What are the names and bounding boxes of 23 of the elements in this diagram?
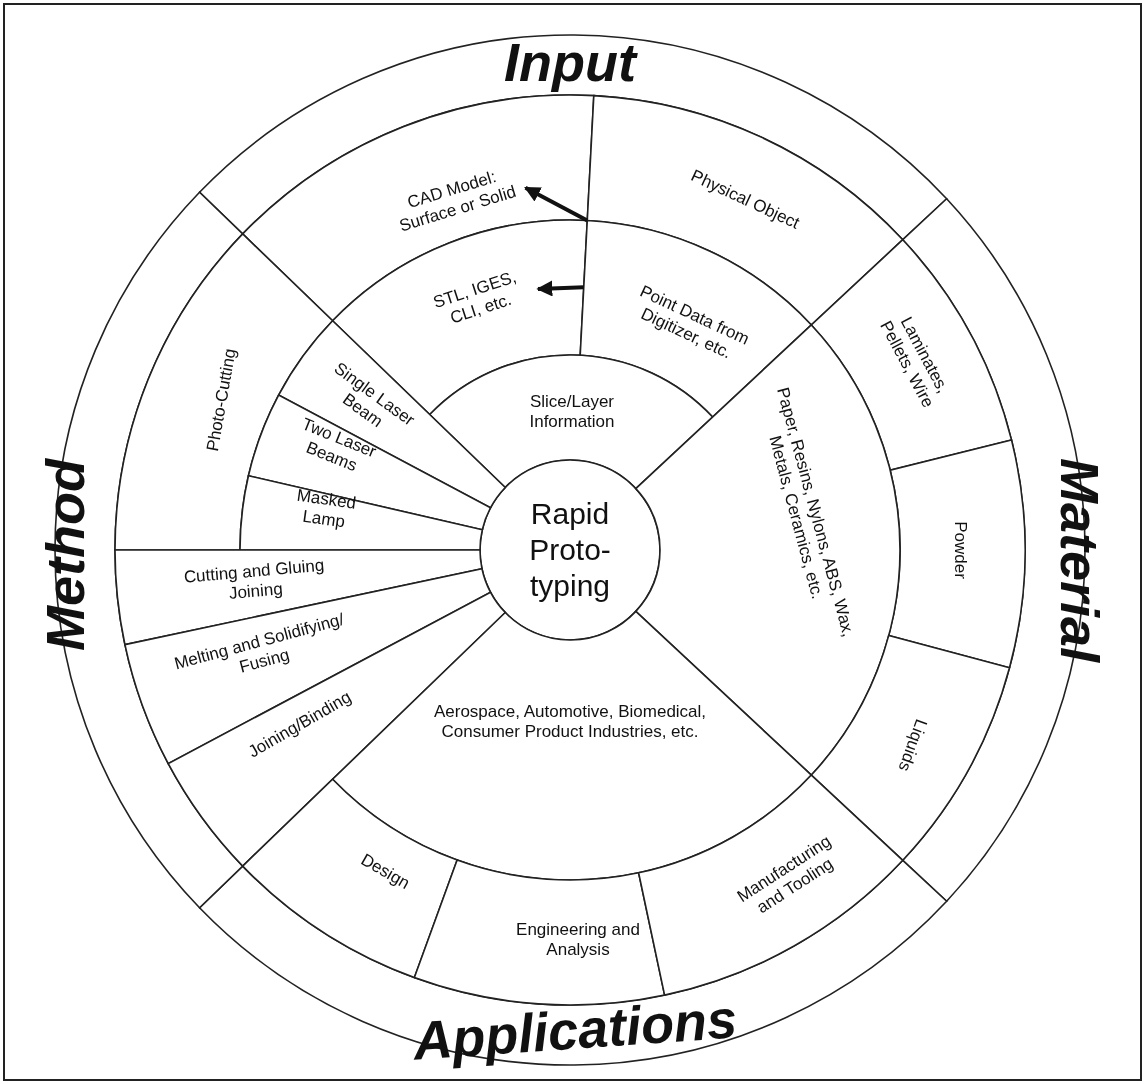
sector-label: Masked Lamp — [294, 484, 359, 534]
sector-label: Powder — [950, 520, 971, 581]
sector-label: Slice/Layer Information — [528, 391, 616, 433]
band-title: Material — [1049, 456, 1112, 665]
ring-sector — [637, 774, 904, 996]
sector-label: Cutting and Gluing Joining — [182, 554, 326, 606]
sector-label: Aerospace, Automotive, Biomedical, Consumer Product Industries, etc. — [432, 701, 708, 743]
sector-label: Engineering and Analysis — [515, 919, 641, 961]
sector-label: CAD Model: Surface or Solid — [396, 166, 520, 238]
sector-label: Paper, Resins, Nylons, ABS, Wax, Metals, Ceramics, etc. — [763, 384, 859, 641]
band-title: Input — [503, 30, 639, 94]
arrow — [536, 280, 584, 297]
ring-sector — [810, 238, 1013, 471]
ring-sector — [241, 778, 458, 979]
ring-sector — [887, 439, 1026, 669]
band-title: Method — [33, 457, 96, 653]
ring-sector — [241, 94, 595, 322]
ring-sector — [239, 474, 484, 551]
ring-sector — [413, 859, 666, 1006]
sector-label: Liquids — [893, 715, 932, 776]
sector-label: Rapid Proto- typing — [528, 496, 612, 604]
band-title: Applications — [410, 987, 740, 1073]
sector-label: STL, IGES, CLI, etc. — [429, 266, 520, 330]
